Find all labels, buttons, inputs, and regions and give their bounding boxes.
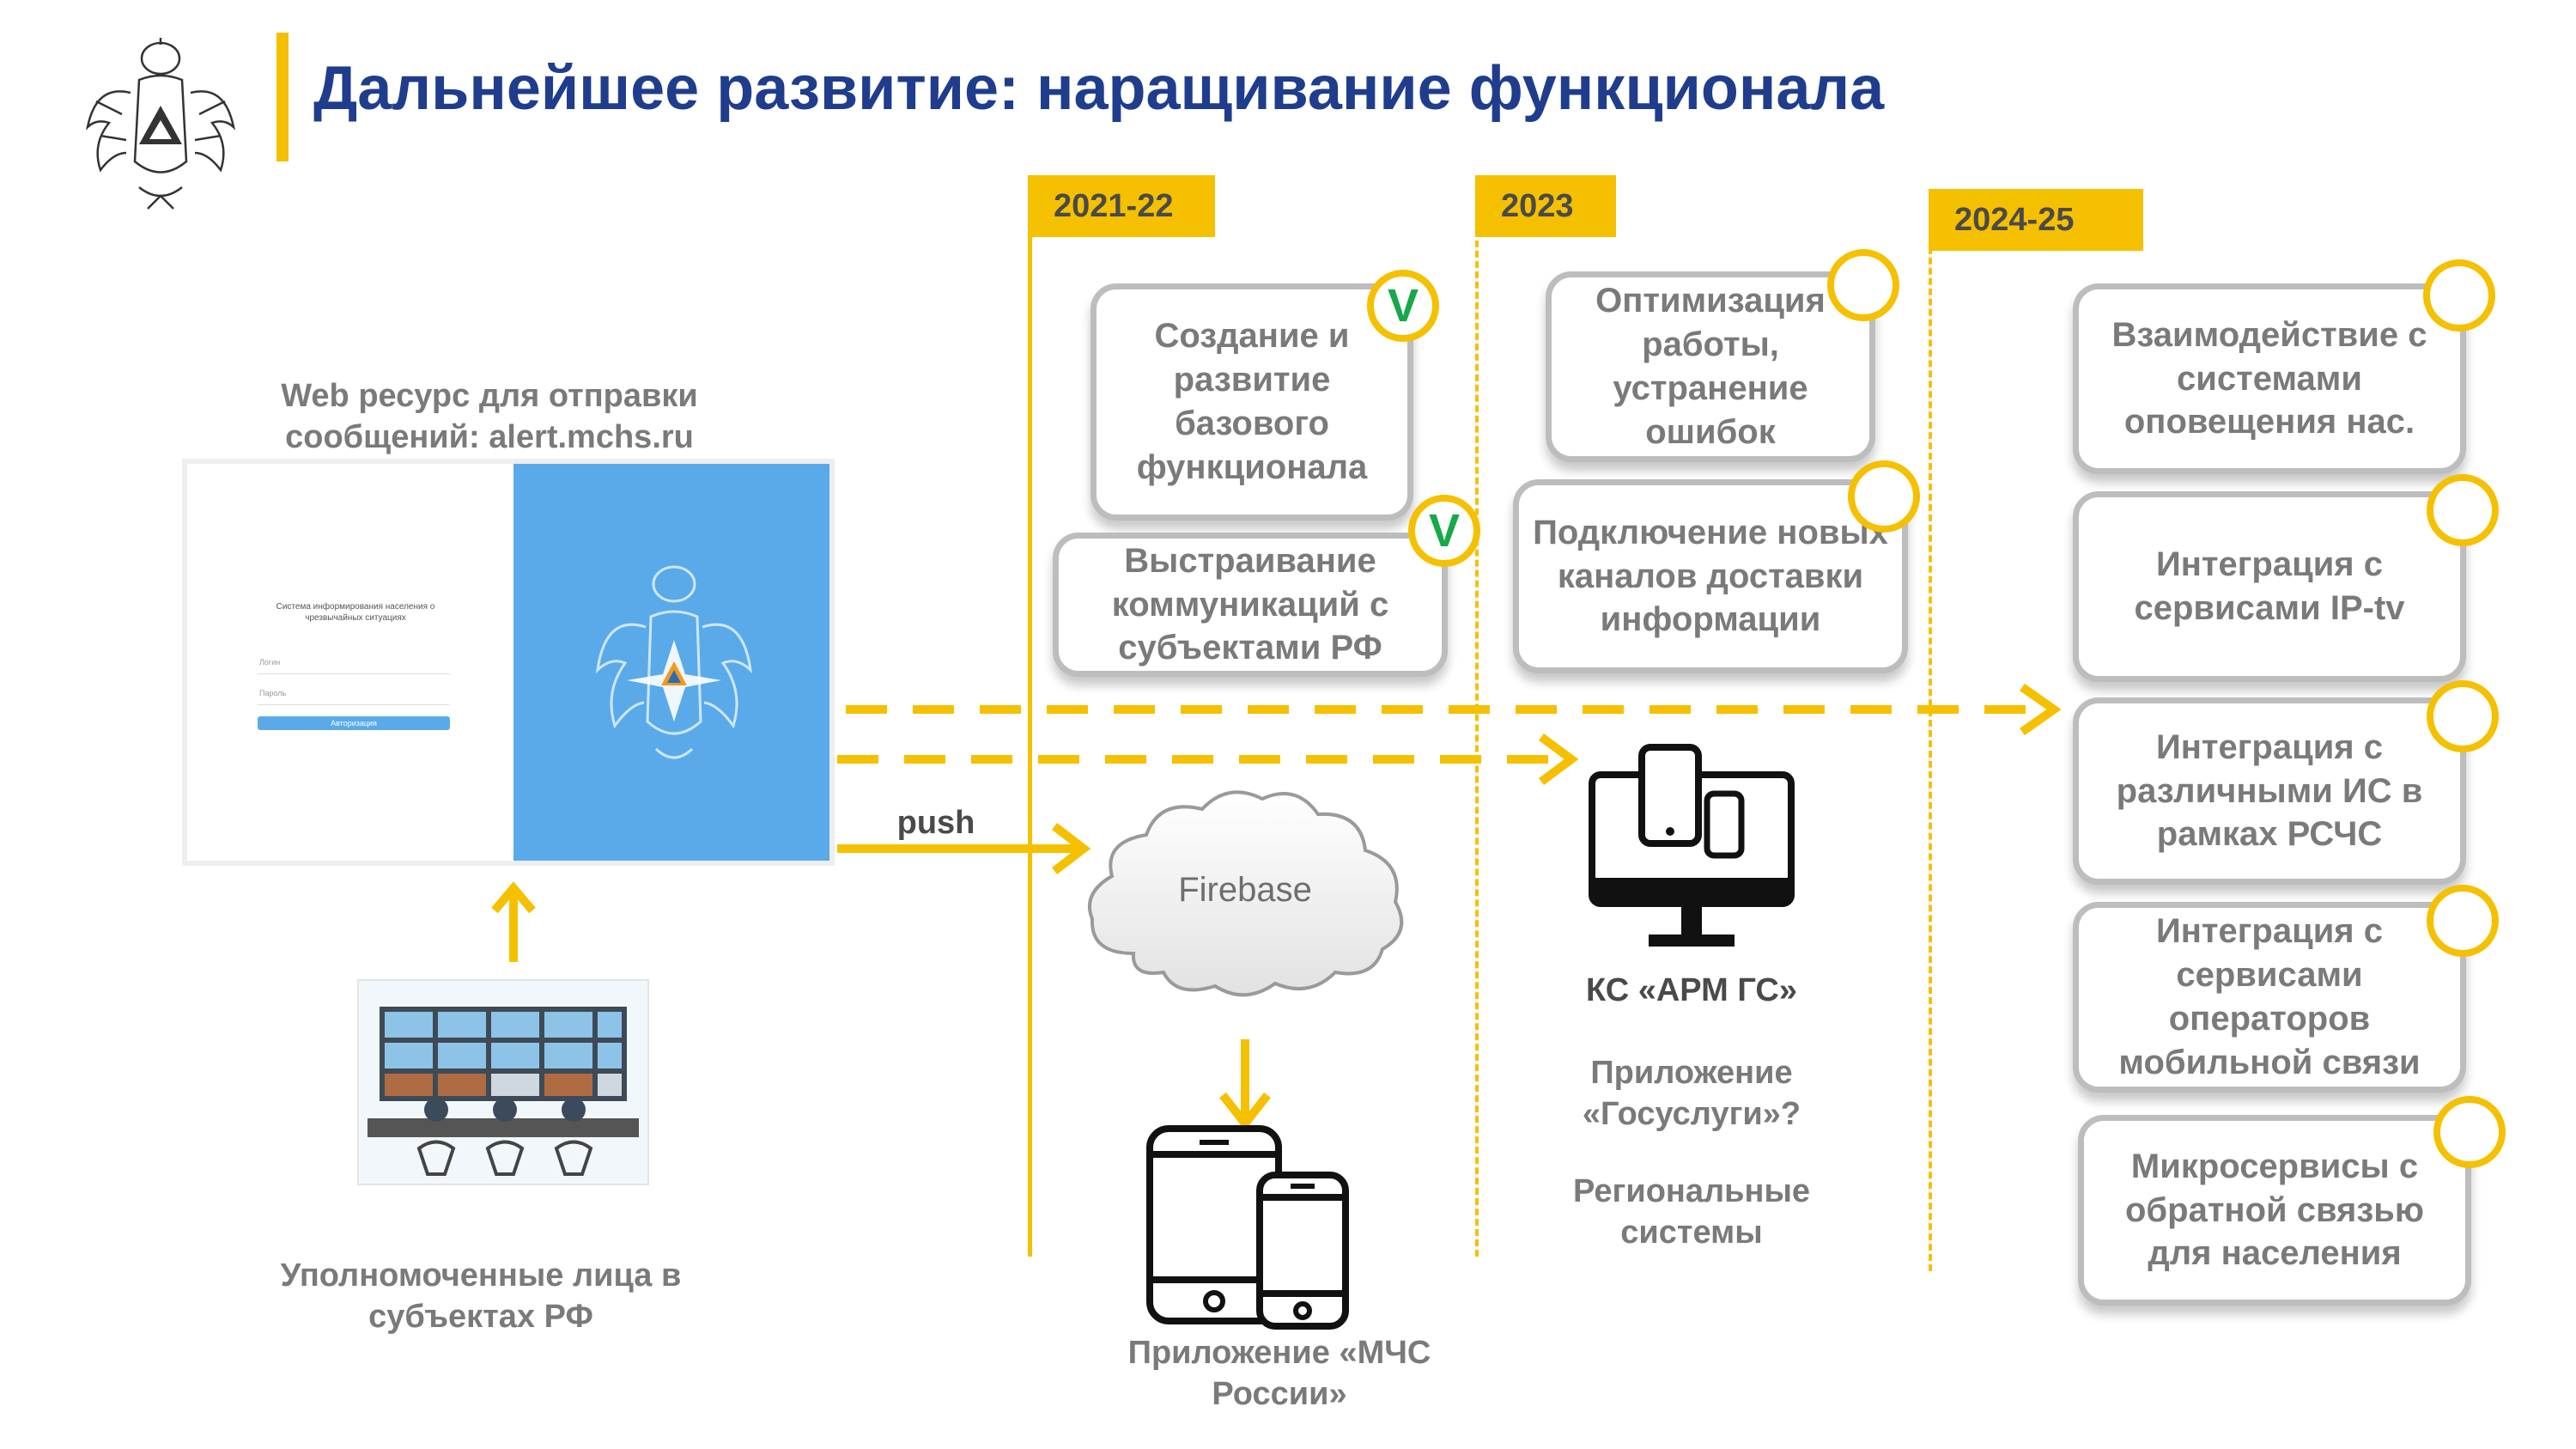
arrow-down-to-app [1219, 1039, 1271, 1131]
push-label: push [896, 805, 975, 841]
card-warning-systems: Взаимодействие с системами оповещения на… [2073, 283, 2466, 474]
web-resource-caption: Web ресурс для отправки сообщений: alert… [281, 378, 698, 455]
card-rschs-integration: Интеграция с различными ИС в рамках РСЧС [2073, 697, 2466, 885]
smartphones-icon [1146, 1125, 1352, 1331]
card-basic-functionality: Создание и развитие базового функционала [1091, 283, 1413, 521]
control-room-image [357, 979, 649, 1185]
regional-caption: Региональные системы [1572, 1173, 1811, 1251]
title-accent-bar [276, 33, 289, 161]
monitor-devices-icon [1589, 740, 1795, 955]
year-tab-2023: 2023 [1475, 175, 1616, 237]
card-text: Интеграция с различными ИС в рамках РСЧС [2116, 728, 2423, 854]
card-text: Выстраивание коммуникаций с субъектами Р… [1111, 541, 1389, 667]
timeline-line-2023 [1475, 179, 1479, 1257]
card-text: Интеграция с сервисами операторов мобиль… [2118, 912, 2421, 1081]
arrow-up-icon [491, 881, 536, 962]
card-optimization: Оптимизация работы, устранение ошибок [1546, 271, 1875, 462]
screen-heading: Система информирования населения о чрезв… [276, 602, 435, 623]
login-label: Логин [259, 658, 281, 667]
card-text: Оптимизация работы, устранение ошибок [1595, 282, 1826, 451]
card-mobile-operators: Интеграция с сервисами операторов мобиль… [2073, 902, 2466, 1093]
web-resource-screenshot: Система информирования населения о чрезв… [182, 459, 835, 866]
emblem-icon [79, 33, 242, 222]
mchs-emblem-icon [592, 550, 756, 782]
status-badge-icon [2423, 259, 2495, 332]
dashed-arrow-to-2024 [846, 683, 2062, 736]
card-feedback-microservices: Микросервисы с обратной связью для насел… [2078, 1115, 2471, 1306]
check-badge-icon: V [1367, 270, 1439, 342]
card-text: Интеграция с сервисами IP-tv [2134, 545, 2405, 627]
push-arrow [837, 823, 1091, 874]
arm-caption: КС «АРМ ГС» [1586, 972, 1797, 1008]
timeline-line-2024 [1929, 206, 1932, 1271]
check-badge-icon: V [1408, 495, 1480, 567]
gosuslugi-caption: Приложение «Госуслуги»? [1582, 1055, 1801, 1132]
login-field[interactable] [258, 673, 450, 674]
mchs-app-caption: Приложение «МЧС России» [1127, 1335, 1431, 1412]
card-new-channels: Подключение новых каналов доставки инфор… [1513, 479, 1908, 673]
card-text: Подключение новых каналов доставки инфор… [1533, 513, 1888, 639]
web-blue-panel [513, 464, 829, 861]
password-label: Пароль [259, 689, 287, 697]
card-text: Взаимодействие с системами оповещения на… [2111, 315, 2427, 441]
firebase-label: Firebase [1178, 871, 1312, 909]
card-iptv: Интеграция с сервисами IP-tv [2073, 491, 2466, 682]
year-tab-2024: 2024-25 [1929, 189, 2143, 251]
page-title: Дальнейшее развитие: наращивание функцио… [313, 54, 1885, 123]
card-regional-communications: Выстраивание коммуникаций с субъектами Р… [1053, 533, 1448, 677]
login-button[interactable]: Авторизация [258, 716, 450, 730]
status-badge-icon [2427, 885, 2499, 957]
status-badge-icon [2427, 680, 2499, 752]
operators-caption: Уполномоченные лица в субъектах РФ [280, 1257, 682, 1335]
status-badge-icon [2427, 474, 2499, 546]
status-badge-icon [1827, 249, 1899, 321]
cloud-icon [1065, 773, 1425, 1014]
password-field[interactable] [258, 704, 450, 705]
status-badge-icon [2433, 1096, 2506, 1168]
dashed-arrow-to-2023 [837, 733, 1579, 786]
timeline-line-2021 [1028, 179, 1032, 1257]
card-text: Создание и развитие базового функционала [1136, 317, 1368, 486]
year-tab-2021: 2021-22 [1028, 175, 1215, 237]
status-badge-icon [1848, 460, 1920, 533]
card-text: Микросервисы с обратной связью для насел… [2125, 1147, 2424, 1273]
